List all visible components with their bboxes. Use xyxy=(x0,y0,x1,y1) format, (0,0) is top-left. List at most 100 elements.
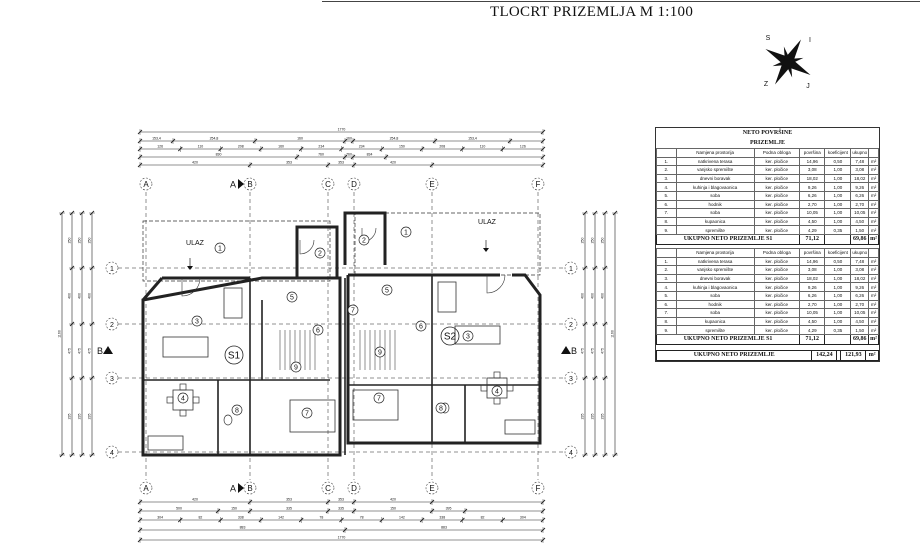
dimension-label: 500 xyxy=(176,507,182,511)
table-cell: 7,48 xyxy=(850,256,870,267)
table-cell: 2,70 xyxy=(799,199,826,210)
room-number-bubble xyxy=(415,320,427,332)
unit-cell: m² xyxy=(868,282,879,292)
axis-bubble xyxy=(321,177,335,191)
dimension-label: 234 xyxy=(318,145,324,149)
dimension-label: 235 xyxy=(68,414,72,420)
chair-icon xyxy=(179,409,187,417)
table-cell: ker. pločice xyxy=(753,256,801,267)
dimension-label: 234 xyxy=(359,145,365,149)
table-cell: 5. xyxy=(656,190,677,201)
door-swing-icon xyxy=(486,274,506,294)
table-cell: kuhinja i blagovaonica xyxy=(675,182,755,192)
bed-icon xyxy=(289,399,336,433)
dimension-label: 760 xyxy=(318,153,324,157)
axis-label-row: 3 xyxy=(569,376,573,383)
dimension-label: 353 xyxy=(286,161,292,165)
table-cell: 0,35 xyxy=(824,325,852,335)
exterior-wall-s1 xyxy=(141,276,342,457)
dimension-label: 126 xyxy=(157,145,163,149)
table-cell: 14,96 xyxy=(799,156,826,167)
dimension-label: 82 xyxy=(198,516,202,520)
table-cell: 4,29 xyxy=(799,225,826,235)
dimension-label: 142 xyxy=(399,516,405,520)
table-cell: 4,50 xyxy=(850,316,870,327)
section-arrow-icon xyxy=(238,483,244,493)
table-cell: vanjsko spremište xyxy=(675,165,755,175)
dimension-label: 250 xyxy=(78,238,82,244)
table-cell: ker. pločice xyxy=(753,165,801,175)
column-header xyxy=(868,247,879,258)
table-cell: 9,26 xyxy=(850,282,870,292)
table-cell: 3,08 xyxy=(850,265,870,275)
dimension-label: 883 xyxy=(441,526,447,530)
section-marker-label: B xyxy=(571,346,577,356)
room-number-bubble xyxy=(491,385,503,397)
axis-label-column: B xyxy=(247,484,252,493)
table-cell: 1,00 xyxy=(824,208,852,218)
dimension-label: 400 xyxy=(88,293,92,299)
dimension-label: 235 xyxy=(78,414,82,420)
dimension-label: 400 xyxy=(581,293,585,299)
entrance-label: ULAZ xyxy=(186,240,205,247)
dimension-label: 475 xyxy=(591,348,595,354)
dimension-label: 82 xyxy=(481,516,485,520)
table-cell: ker. pločice xyxy=(753,325,801,335)
table-cell: 1,00 xyxy=(824,299,852,310)
column-header: Namjena prostorija xyxy=(675,148,755,158)
axis-label-row: 4 xyxy=(110,450,114,457)
axis-label-column: C xyxy=(325,180,331,189)
unit-cell: m² xyxy=(868,156,879,167)
column-header: ukupno xyxy=(850,247,870,258)
axis-label-column: F xyxy=(536,180,541,189)
unit-cell: m² xyxy=(868,225,879,235)
room-number: 2 xyxy=(362,238,366,245)
table-cell: 1,00 xyxy=(824,165,852,175)
dimension-label: 400 xyxy=(601,293,605,299)
column-header: Namjena prostorija xyxy=(675,247,755,258)
dimension-label: 400 xyxy=(78,293,82,299)
table-cell: 3,08 xyxy=(850,165,870,175)
dimension-label: 142 xyxy=(278,516,284,520)
dimension-label: 1160 xyxy=(611,330,615,338)
table-cell: 3,08 xyxy=(799,165,826,175)
entrance-arrow-icon xyxy=(483,248,489,252)
unit-cell: m² xyxy=(868,273,879,284)
unit-bubble xyxy=(224,345,244,365)
table-cell: 1,00 xyxy=(824,273,852,284)
table-cell: 8. xyxy=(656,316,677,327)
table-cell: ker. pločice xyxy=(753,265,801,275)
axis-bubble xyxy=(105,445,119,459)
room-number-bubble xyxy=(231,404,243,416)
table-cell: 4,50 xyxy=(799,216,826,227)
table-cell: kupaonica xyxy=(675,216,755,227)
chair-icon xyxy=(493,397,501,405)
dimension-label: 830 xyxy=(216,153,222,157)
room-number: 1 xyxy=(404,230,408,237)
unit-cell: m² xyxy=(868,308,879,318)
table-cell: 2. xyxy=(656,265,677,275)
axis-label-column: A xyxy=(230,180,236,190)
dimension-label: 153,4 xyxy=(468,137,477,141)
dimension-label: 250 xyxy=(581,238,585,244)
axis-bubble xyxy=(243,481,257,495)
axis-label-row: 3 xyxy=(110,376,114,383)
drawing-title: TLOCRT PRIZEMLJA M 1:100 xyxy=(490,4,694,20)
table-cell: 10,05 xyxy=(850,308,870,318)
chair-icon xyxy=(480,384,488,392)
table-cell: 10,05 xyxy=(850,208,870,218)
dimension-label: 110 xyxy=(480,145,486,149)
table-cell: ker. pločice xyxy=(753,299,801,310)
dimension-label: 760 xyxy=(346,153,352,157)
axis-label-row: 2 xyxy=(569,322,573,329)
unit-bubble xyxy=(440,326,460,346)
table-cell: 10,05 xyxy=(799,308,826,318)
chair-icon xyxy=(493,371,501,379)
axis-bubble xyxy=(347,481,361,495)
table-cell: 4,50 xyxy=(799,316,826,327)
table-cell: soba xyxy=(675,308,755,318)
